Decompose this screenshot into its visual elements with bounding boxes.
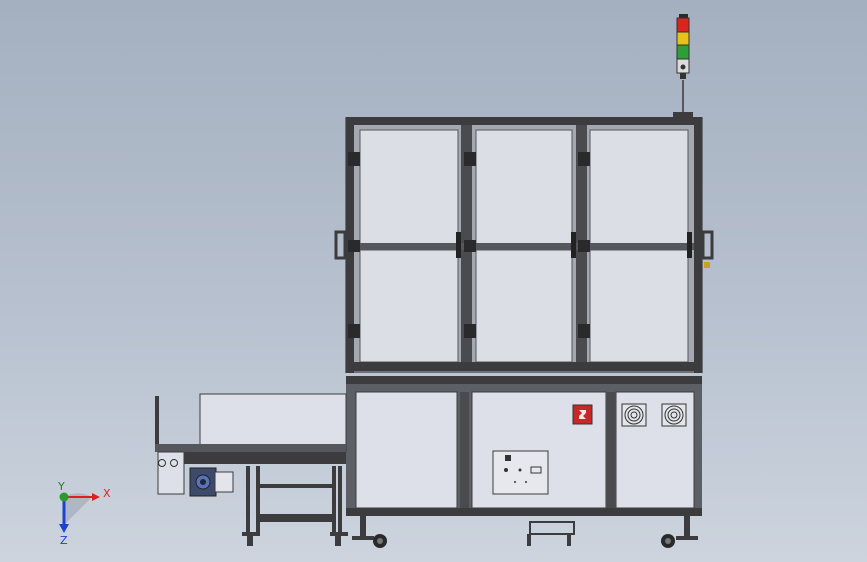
upper-enclosure — [334, 117, 714, 373]
conveyor — [155, 393, 348, 546]
signal-tower — [673, 14, 693, 117]
control-cabinet — [346, 376, 702, 548]
triad-x-label: X — [103, 487, 111, 500]
motor-icon — [189, 467, 217, 497]
signal-lamp-green — [676, 44, 690, 60]
triad-z-label: Z — [60, 534, 68, 547]
triad-y-label: Y — [57, 480, 65, 493]
signal-lamp-red — [676, 17, 690, 33]
signal-lamp-yellow — [676, 31, 690, 46]
electrical-hazard-icon — [572, 404, 593, 425]
coordinate-triad[interactable]: X Y Z — [57, 480, 111, 547]
cooling-fan-icon — [621, 403, 687, 427]
